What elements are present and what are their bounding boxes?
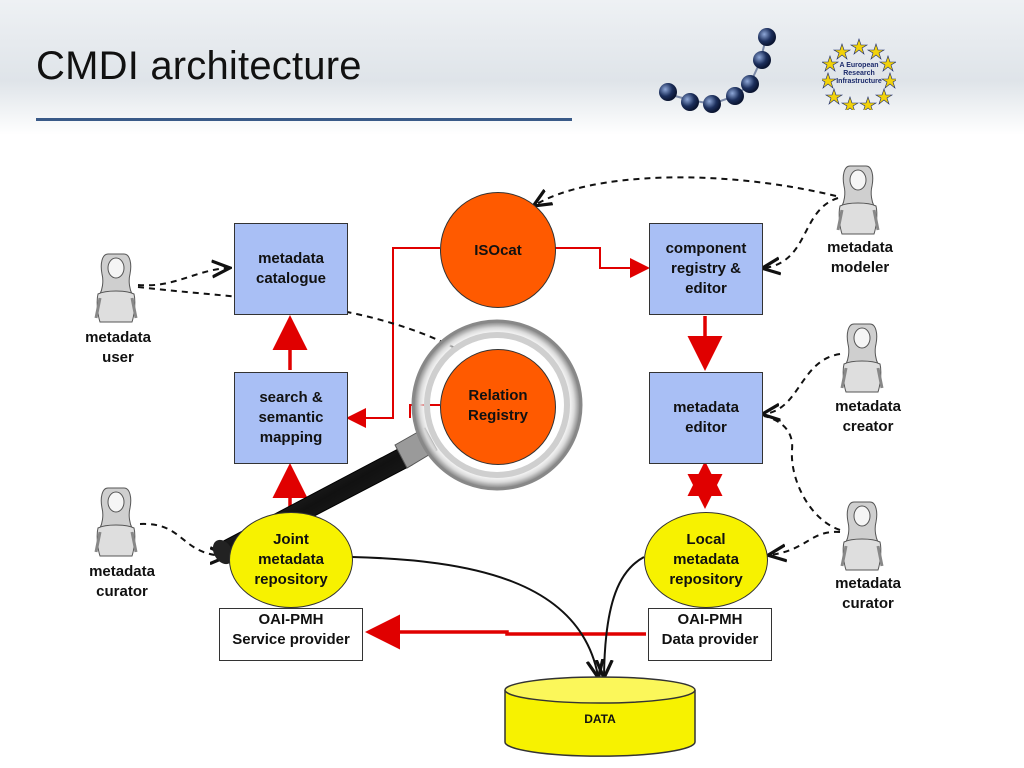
metadata-user-label: metadata user (85, 329, 151, 366)
metadata-creator-label: metadata creator (835, 398, 901, 435)
eu-stars-icon (822, 38, 896, 110)
joint-to-data-curve (351, 556, 598, 676)
creator-to-editor-arrow (764, 353, 841, 414)
metadata-catalogue-label: metadata catalogue (255, 250, 327, 287)
oai-data-provider-line2: Data provider (661, 631, 759, 648)
isocat-to-search-arrow (346, 247, 440, 428)
oai-service-provider-line2: Service provider (232, 631, 350, 648)
joint-repository-label: Joint metadata repository (254, 531, 328, 588)
data-store-label: DATA (584, 712, 616, 726)
metadata-modeler-figure-icon (836, 164, 880, 236)
relation-registry-circle: Relation Registry (440, 349, 556, 465)
relation-registry-label: Relation Registry (467, 387, 529, 424)
local-repository-ellipse: Local metadata repository (644, 512, 768, 608)
oai-data-provider-box: OAI-PMH Data provider (648, 608, 772, 661)
metadata-catalogue-box: metadata catalogue (234, 223, 348, 315)
metadata-modeler-label: metadata modeler (827, 239, 893, 276)
title-divider (36, 118, 572, 121)
curator-left-to-joint-arrow (139, 522, 226, 556)
modeler-to-registry-arrow (764, 197, 839, 268)
sphere-chain-icon (659, 28, 776, 113)
metadata-curator-left-label: metadata curator (89, 563, 155, 600)
search-mapping-label: search & semantic mapping (258, 389, 324, 446)
oai-service-provider-box: OAI-PMH Service provider (219, 608, 363, 661)
component-registry-box: component registry & editor (649, 223, 763, 315)
slide-title: CMDI architecture (36, 44, 362, 88)
harvest-arrow (365, 614, 646, 650)
metadata-editor-box: metadata editor (649, 372, 763, 464)
user-to-catalogue-arrow (137, 268, 228, 287)
curator-right-to-local-arrow (770, 530, 841, 555)
isocat-to-registry-arrow (555, 247, 650, 278)
component-registry-label: component registry & editor (665, 240, 747, 297)
joint-repository-ellipse: Joint metadata repository (229, 512, 353, 608)
modeler-to-isocat-arrow (535, 176, 837, 205)
slide-header: CMDI architecture (0, 0, 1024, 135)
local-to-data-curve (604, 556, 645, 676)
metadata-creator-figure-icon (840, 322, 884, 394)
oai-data-provider-line1: OAI-PMH (677, 611, 743, 628)
isocat-label: ISOcat (474, 242, 522, 259)
oai-service-provider-line1: OAI-PMH (258, 611, 324, 628)
search-mapping-box: search & semantic mapping (234, 372, 348, 464)
metadata-curator-left-figure-icon (94, 486, 138, 558)
isocat-circle: ISOcat (440, 192, 556, 308)
metadata-user-figure-icon (94, 252, 138, 324)
metadata-curator-right-figure-icon (840, 500, 884, 572)
local-repository-label: Local metadata repository (669, 531, 743, 588)
metadata-curator-right-label: metadata curator (835, 575, 901, 612)
curator-right-to-editor-line (763, 415, 841, 531)
logo-caption: A European Research Infrastructure (836, 62, 882, 85)
metadata-editor-label: metadata editor (673, 399, 739, 436)
